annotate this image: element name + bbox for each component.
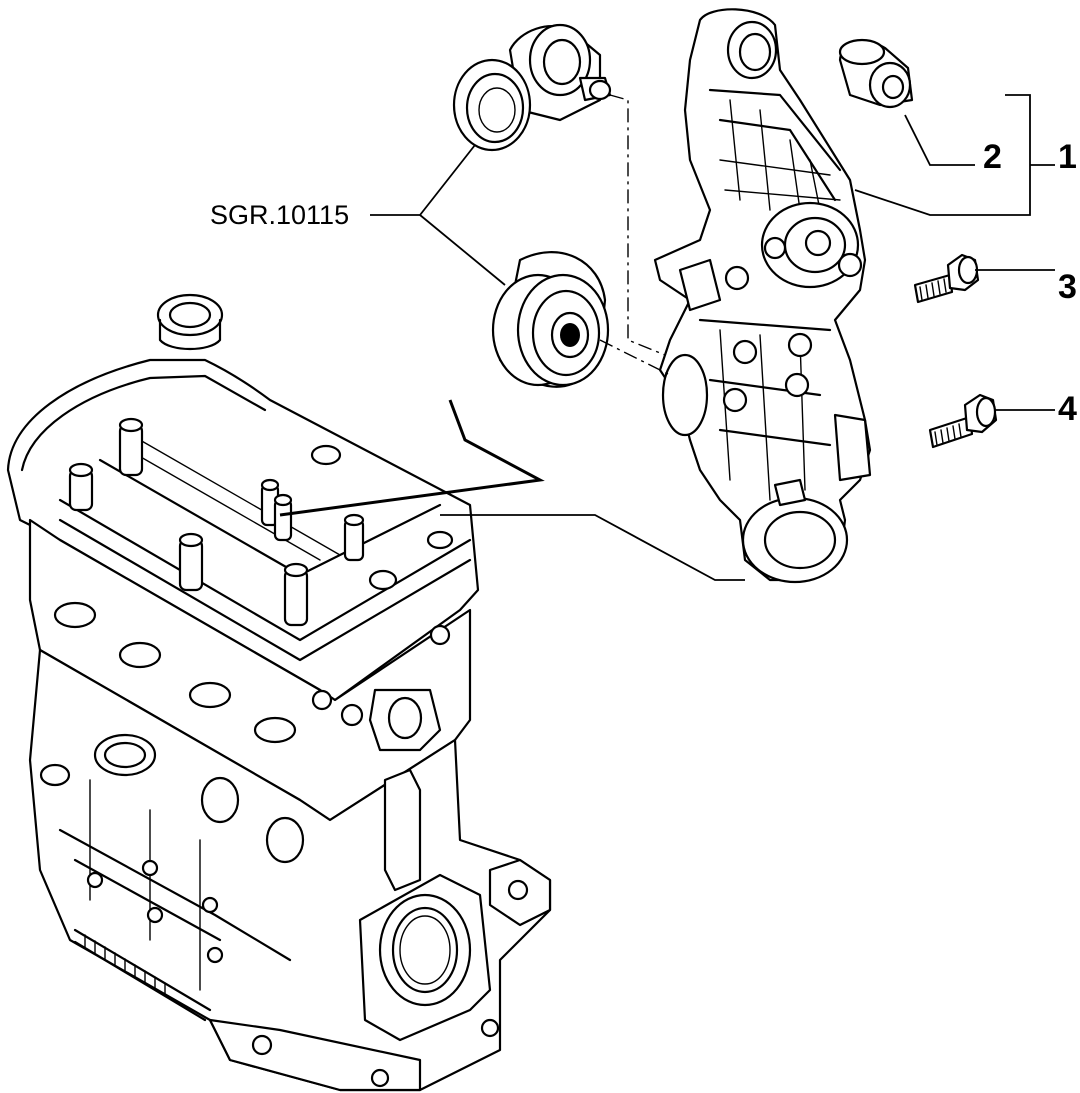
bolt-3 [913, 253, 980, 304]
callout-4: 4 [1058, 390, 1077, 428]
upper-tensioner-pulley [452, 23, 612, 152]
callout-2: 2 [983, 138, 1002, 176]
coil-posts [68, 417, 454, 627]
idler-pulley [491, 251, 610, 388]
callout-1: 1 [1058, 138, 1077, 176]
bushing [838, 38, 914, 109]
engine-block [6, 293, 552, 1092]
reference-label: SGR.10115 [210, 200, 349, 230]
leader-lines [279, 94, 1055, 581]
head-holes [53, 601, 451, 744]
bolt-4 [928, 393, 998, 449]
callout-3: 3 [1058, 268, 1077, 306]
mounting-bracket [653, 8, 872, 584]
